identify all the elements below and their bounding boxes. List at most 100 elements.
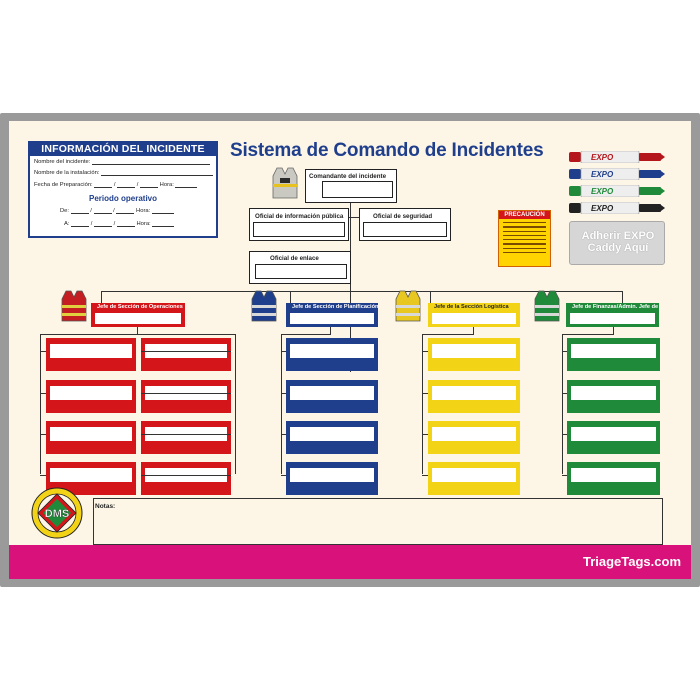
operations-chief-field[interactable] <box>95 313 181 324</box>
unit-box <box>567 462 660 495</box>
unit-field[interactable] <box>290 468 374 482</box>
vest-icon <box>251 290 277 322</box>
liaison-label: Oficial de enlace <box>270 255 319 262</box>
unit-field[interactable] <box>50 468 132 482</box>
unit-field[interactable] <box>290 427 374 441</box>
to-day-field[interactable] <box>71 221 90 227</box>
logistics-section-header: Jefe de la Sección Logística <box>428 303 520 327</box>
unit-field[interactable] <box>571 427 656 441</box>
from-hour-field[interactable] <box>151 208 174 214</box>
marker-icon: EXPO <box>569 151 665 163</box>
unit-box <box>567 421 660 454</box>
public-info-label: Oficial de información pública <box>255 213 344 220</box>
unit-box <box>46 421 136 454</box>
liaison-field[interactable] <box>255 264 347 279</box>
from-month-field[interactable] <box>93 208 112 214</box>
prep-hour-label: Hora: <box>159 182 174 188</box>
vest-icon <box>534 290 560 322</box>
commander-label: Comandante del incidente <box>309 173 387 180</box>
prep-date-month-field[interactable] <box>117 182 136 188</box>
finance-chief-field[interactable] <box>570 313 655 324</box>
from-year-field[interactable] <box>116 208 135 214</box>
logo-text: DMS <box>45 508 69 520</box>
facility-name-label: Nombre de la instalación: <box>34 170 100 176</box>
operations-section-label: Jefe de Sección de Operaciones <box>97 304 183 310</box>
logistics-chief-field[interactable] <box>432 313 516 324</box>
caution-label: PRECAUCIÓN <box>498 210 551 267</box>
unit-box <box>141 462 231 495</box>
commander-field[interactable] <box>322 181 393 198</box>
site-url[interactable]: TriageTags.com <box>582 554 681 569</box>
sections-connector-line <box>101 291 623 292</box>
caddy-line-1: Adherir EXPO <box>581 230 655 242</box>
incident-info-panel: INFORMACIÓN DEL INCIDENTE Nombre del inc… <box>28 141 218 238</box>
notes-area[interactable] <box>93 498 663 545</box>
safety-field[interactable] <box>363 222 447 237</box>
planning-chief-field[interactable] <box>290 313 374 324</box>
unit-box <box>141 380 231 413</box>
operations-section-header: Jefe de Sección de Operaciones <box>91 303 185 327</box>
unit-box <box>286 380 378 413</box>
from-label: De: <box>60 208 70 214</box>
unit-field[interactable] <box>50 386 132 400</box>
unit-field[interactable] <box>290 386 374 400</box>
whiteboard: INFORMACIÓN DEL INCIDENTE Nombre del inc… <box>9 121 691 579</box>
unit-field[interactable] <box>432 344 516 358</box>
prep-date-label: Fecha de Preparación: <box>34 182 93 188</box>
unit-field[interactable] <box>290 344 374 358</box>
unit-field[interactable] <box>571 344 656 358</box>
vest-icon <box>272 167 298 199</box>
unit-field[interactable] <box>50 427 132 441</box>
op-period-label: Periodo operativo <box>85 194 160 203</box>
unit-box <box>428 338 520 371</box>
prep-date-year-field[interactable] <box>140 182 159 188</box>
planning-section-label: Jefe de Sección de Planificación <box>292 304 378 310</box>
unit-field[interactable] <box>571 468 656 482</box>
to-hour-field[interactable] <box>152 221 175 227</box>
page-title: Sistema de Comando de Incidentes <box>230 140 544 161</box>
unit-box <box>567 380 660 413</box>
to-year-field[interactable] <box>116 221 135 227</box>
public-info-field[interactable] <box>253 222 345 237</box>
notes-label: Notas: <box>95 503 116 510</box>
caution-title: PRECAUCIÓN <box>499 211 550 219</box>
unit-box <box>141 421 231 454</box>
vest-icon <box>395 290 421 322</box>
prep-date-day-field[interactable] <box>94 182 113 188</box>
from-day-field[interactable] <box>70 208 89 214</box>
unit-box <box>286 462 378 495</box>
incident-name-label: Nombre del incidente: <box>34 159 91 165</box>
unit-box <box>567 338 660 371</box>
unit-box <box>286 338 378 371</box>
unit-box <box>46 338 136 371</box>
unit-box <box>428 380 520 413</box>
planning-section-header: Jefe de Sección de Planificación <box>286 303 378 327</box>
unit-field[interactable] <box>50 344 132 358</box>
logistics-section-label: Jefe de la Sección Logística <box>434 304 509 310</box>
unit-field[interactable] <box>571 386 656 400</box>
marker-icon: EXPO <box>569 185 665 197</box>
marker-icon: EXPO <box>569 168 665 180</box>
incident-name-field[interactable] <box>92 159 211 165</box>
finance-section-label: Jefe de Finanzas/Admin. Jefe de Sección <box>572 304 659 310</box>
to-hour-label: Hora: <box>136 221 151 227</box>
unit-box <box>428 421 520 454</box>
unit-box <box>46 380 136 413</box>
unit-field[interactable] <box>432 468 516 482</box>
vest-icon <box>61 290 87 322</box>
marker-brand: EXPO <box>591 187 614 196</box>
incident-info-heading: INFORMACIÓN DEL INCIDENTE <box>30 143 216 156</box>
unit-field[interactable] <box>432 386 516 400</box>
facility-name-field[interactable] <box>101 170 214 176</box>
from-hour-label: Hora: <box>136 208 151 214</box>
to-month-field[interactable] <box>93 221 112 227</box>
unit-box <box>141 338 231 371</box>
caddy-line-2: Caddy Aquí <box>587 242 649 254</box>
marker-brand: EXPO <box>591 170 614 179</box>
logo-icon: DMS <box>31 487 83 539</box>
marker-brand: EXPO <box>591 153 614 162</box>
operations-branch-line <box>40 334 235 335</box>
unit-field[interactable] <box>432 427 516 441</box>
command-trunk-line <box>350 203 351 372</box>
prep-hour-field[interactable] <box>175 182 198 188</box>
